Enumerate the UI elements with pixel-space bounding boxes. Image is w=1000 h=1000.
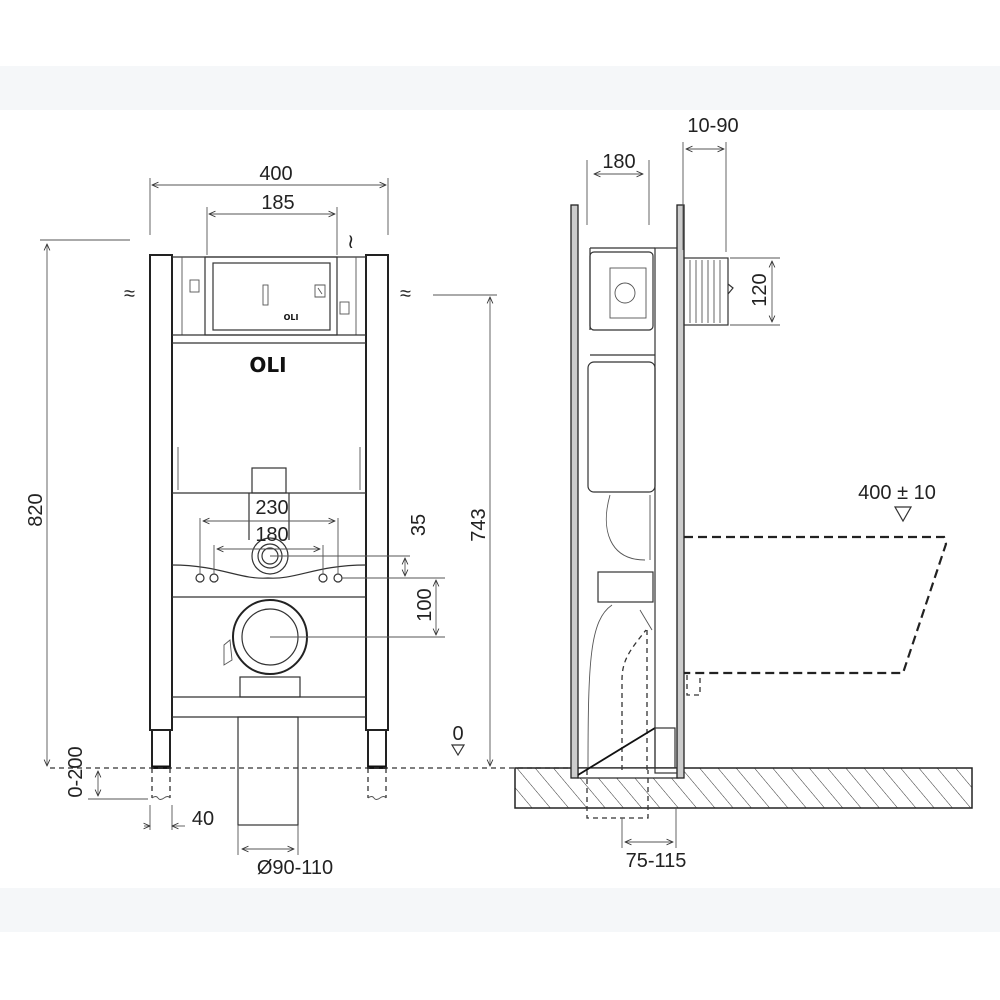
drain-pipe: [237, 716, 299, 826]
oli-logo: OLI: [249, 353, 286, 377]
dim-frame-depth: 180: [602, 151, 635, 173]
dim-actuator-width: 185: [261, 192, 294, 214]
actuator-box: [683, 257, 729, 326]
dim-bolt-inner: 180: [255, 524, 288, 546]
front-panel: [676, 204, 685, 779]
dim-frame-width: 400: [259, 163, 292, 185]
dim-actuator-height: 120: [749, 273, 771, 306]
bottom-band: [0, 888, 1000, 932]
right-post: [365, 254, 389, 731]
dim-outlet-height: 743: [468, 508, 490, 541]
dim-drain-diameter: Ø90-110: [257, 857, 333, 879]
dim-drain-offset: 75-115: [626, 850, 687, 872]
svg-text:≈: ≈: [124, 283, 135, 305]
plate-logo: OLI: [284, 313, 299, 322]
rear-panel: [570, 204, 579, 779]
svg-text:≀: ≀: [347, 231, 355, 253]
right-leg: [367, 729, 387, 769]
actuator-frame: [204, 256, 338, 336]
top-band: [0, 66, 1000, 110]
level-triangle-icon: [893, 506, 913, 523]
svg-text:≈: ≈: [400, 283, 411, 305]
left-post: [149, 254, 173, 731]
wc-bowl-outline: [684, 535, 948, 675]
side-view: 180 10-90 120 400 ± 10 75-115: [514, 115, 973, 872]
cistern-side: [587, 361, 656, 493]
floor-level-label: 0: [452, 723, 463, 745]
dim-seat-height: 400 ± 10: [858, 482, 936, 504]
left-leg: [151, 729, 171, 769]
dim-inlet-offset: 35: [408, 514, 430, 536]
front-view: OLI OLI: [25, 163, 575, 879]
dim-wall-gap: 10-90: [687, 115, 738, 137]
level-triangle-icon: [450, 744, 466, 757]
dim-total-height: 820: [25, 493, 47, 526]
dim-bolt-outer: 230: [255, 497, 288, 519]
dim-leg-adjust: 0-200: [65, 746, 87, 797]
dim-leg-width: 40: [192, 808, 214, 830]
dim-outlet-offset: 100: [414, 588, 436, 621]
